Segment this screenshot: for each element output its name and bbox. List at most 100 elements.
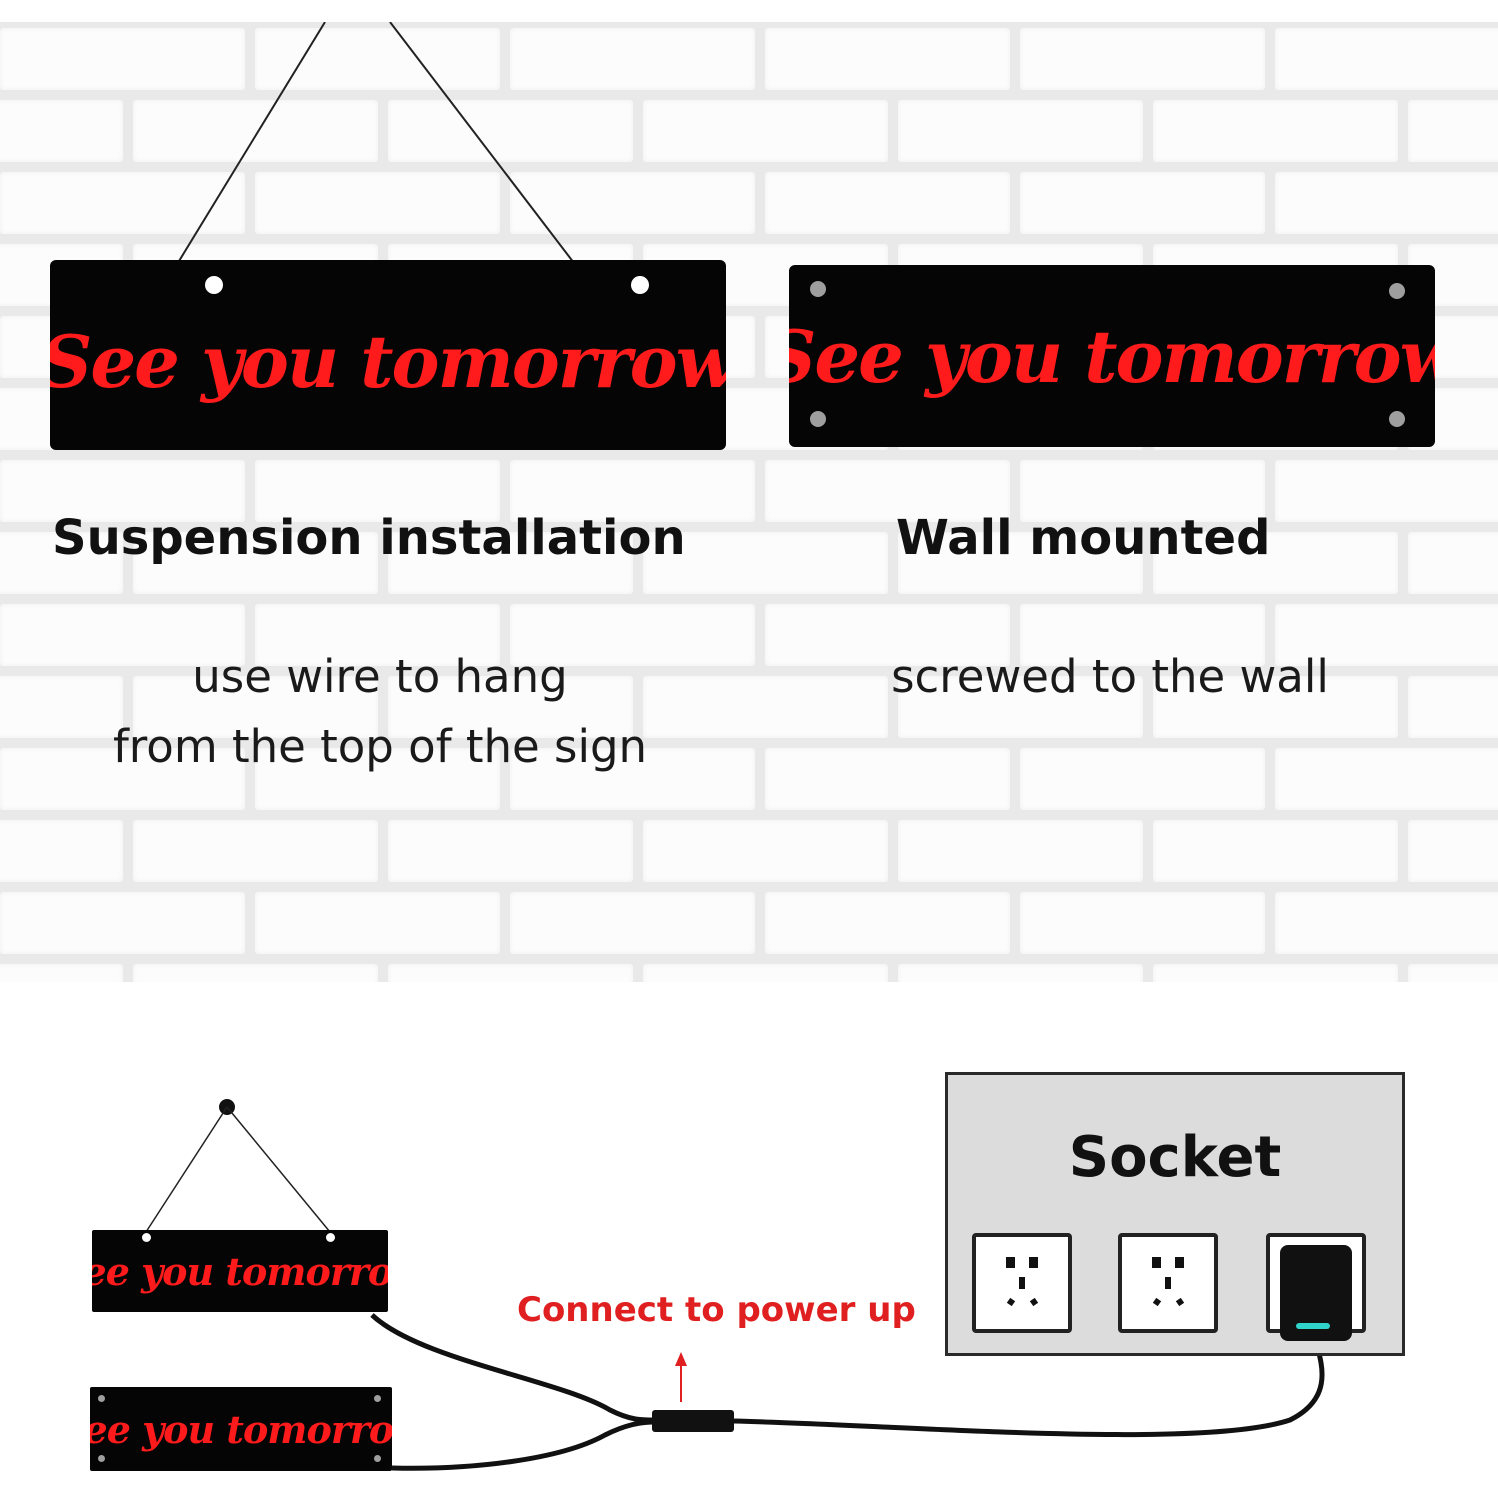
hanging-hole-left [142,1233,151,1242]
brick [1407,820,1498,882]
brick [1407,964,1498,982]
brick [897,100,1143,162]
screw-bottom-left [98,1455,105,1462]
wall-line-1: screwed to the wall [891,650,1329,703]
brick [642,820,888,882]
brick [642,100,888,162]
brick [1020,748,1265,810]
brick [642,964,888,982]
screw-bottom-left [810,411,826,427]
brick [765,604,1010,666]
brick [1020,892,1265,954]
brick [897,676,1143,738]
brick [1152,100,1398,162]
brick [1020,172,1265,234]
brick [0,28,245,90]
brick [1152,820,1398,882]
socket-panel: Socket [945,1072,1405,1356]
brick [0,748,245,810]
suspension-sign: See you tomorrow [50,260,726,450]
brick [642,676,888,738]
brick [132,676,378,738]
brick [387,964,633,982]
outlet-icon [1118,1233,1218,1333]
brick [1275,892,1498,954]
brick [765,460,1010,522]
small-wall-sign: See you tomorrow [90,1387,392,1471]
sign-text: See you tomorrow [92,1248,388,1294]
hanging-hole-left [205,276,223,294]
brick [765,28,1010,90]
screw-top-left [810,281,826,297]
brick [1275,172,1498,234]
brick [1020,460,1265,522]
small-suspended-sign: See you tomorrow [92,1230,388,1312]
brick [1275,28,1498,90]
screw-bottom-right [374,1455,381,1462]
brick [0,172,245,234]
hanging-hole-right [631,276,649,294]
brick [387,676,633,738]
brick [255,460,500,522]
brick [1407,532,1498,594]
brick [1152,532,1398,594]
suspension-line-1: use wire to hang [192,650,568,703]
socket-label: Socket [1068,1125,1282,1190]
brick [255,748,500,810]
suspension-description: use wire to hang from the top of the sig… [40,642,720,782]
hanging-wire-icon [164,22,591,285]
suspension-line-2: from the top of the sign [112,720,648,773]
wall-mounted-sign: See you tomorrow [789,265,1435,447]
brick [897,532,1143,594]
brick [1275,748,1498,810]
brick [765,172,1010,234]
brick [510,604,755,666]
brick [510,892,755,954]
sign-text: See you tomorrow [90,1406,392,1452]
brick [132,964,378,982]
brick [132,100,378,162]
brick-wall-panel: See you tomorrow See you tomorrow Suspen… [0,22,1498,982]
brick [510,460,755,522]
brick [0,964,123,982]
brick [1275,460,1498,522]
screw-top-left [98,1395,105,1402]
brick [1407,100,1498,162]
plug-led [1296,1323,1330,1329]
brick [510,28,755,90]
brick [0,892,245,954]
hanging-hole-right [326,1233,335,1242]
brick [255,28,500,90]
sign-text: See you tomorrow [50,318,726,404]
brick [387,532,633,594]
brick [510,172,755,234]
brick [0,532,123,594]
brick [132,820,378,882]
suspension-title: Suspension installation [52,510,686,566]
brick [132,532,378,594]
brick [897,820,1143,882]
brick [765,748,1010,810]
screw-bottom-right [1389,411,1405,427]
wall-mounted-title: Wall mounted [896,510,1271,566]
brick [255,604,500,666]
brick [765,892,1010,954]
wall-description: screwed to the wall [820,642,1400,712]
sign-text: See you tomorrow [789,313,1435,399]
brick [0,100,123,162]
brick [0,604,245,666]
outlet-icon [972,1233,1072,1333]
brick [387,100,633,162]
outlet-with-plug-icon [1266,1233,1366,1341]
brick [255,172,500,234]
brick [1275,604,1498,666]
brick [0,820,123,882]
brick [0,676,123,738]
brick [510,748,755,810]
brick [1152,676,1398,738]
brick [897,964,1143,982]
brick [387,820,633,882]
screw-top-right [374,1395,381,1402]
screw-top-right [1389,283,1405,299]
